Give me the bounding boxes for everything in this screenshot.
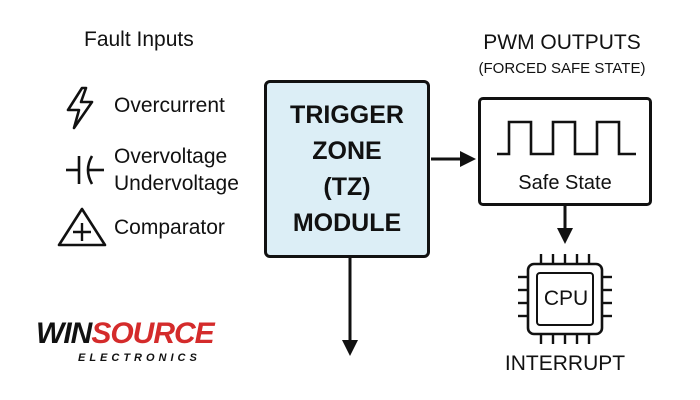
undervoltage-label: Undervoltage xyxy=(114,172,239,195)
interrupt-label: INTERRUPT xyxy=(504,352,626,375)
tz-line-trigger: TRIGGER xyxy=(290,101,404,129)
pwm-square-wave xyxy=(497,120,636,156)
pwm-outputs-title: PWM OUTPUTS xyxy=(483,31,641,54)
cpu-chip-icon xyxy=(518,254,612,344)
comparator-triangle-icon xyxy=(57,207,107,247)
tz-to-pwm-arrow xyxy=(431,151,476,167)
cpu-label: CPU xyxy=(543,287,589,310)
tz-line-zone: ZONE xyxy=(312,137,382,165)
tz-line-module: MODULE xyxy=(292,209,402,237)
pwm-to-cpu-arrow xyxy=(557,206,573,244)
tz-line-tz: (TZ) xyxy=(323,173,371,201)
logo-brand-win: WIN xyxy=(36,317,92,350)
safe-state-label: Safe State xyxy=(518,172,612,194)
pwm-output-box xyxy=(478,97,652,206)
overvoltage-label: Overvoltage xyxy=(114,145,228,168)
fault-inputs-title: Fault Inputs xyxy=(84,28,194,51)
logo-tagline: ELECTRONICS xyxy=(78,352,201,364)
pwm-outputs-subtitle: (FORCED SAFE STATE) xyxy=(478,60,646,77)
lightning-icon xyxy=(66,86,94,130)
trigger-zone-module: TRIGGER ZONE (TZ) MODULE xyxy=(264,80,430,258)
winsource-logo: WINSOURCE xyxy=(36,317,215,351)
overcurrent-label: Overcurrent xyxy=(114,94,225,117)
tz-down-arrow xyxy=(342,258,358,356)
capacitor-icon xyxy=(66,155,104,185)
logo-brand-source: SOURCE xyxy=(91,317,214,350)
comparator-label: Comparator xyxy=(114,216,225,239)
